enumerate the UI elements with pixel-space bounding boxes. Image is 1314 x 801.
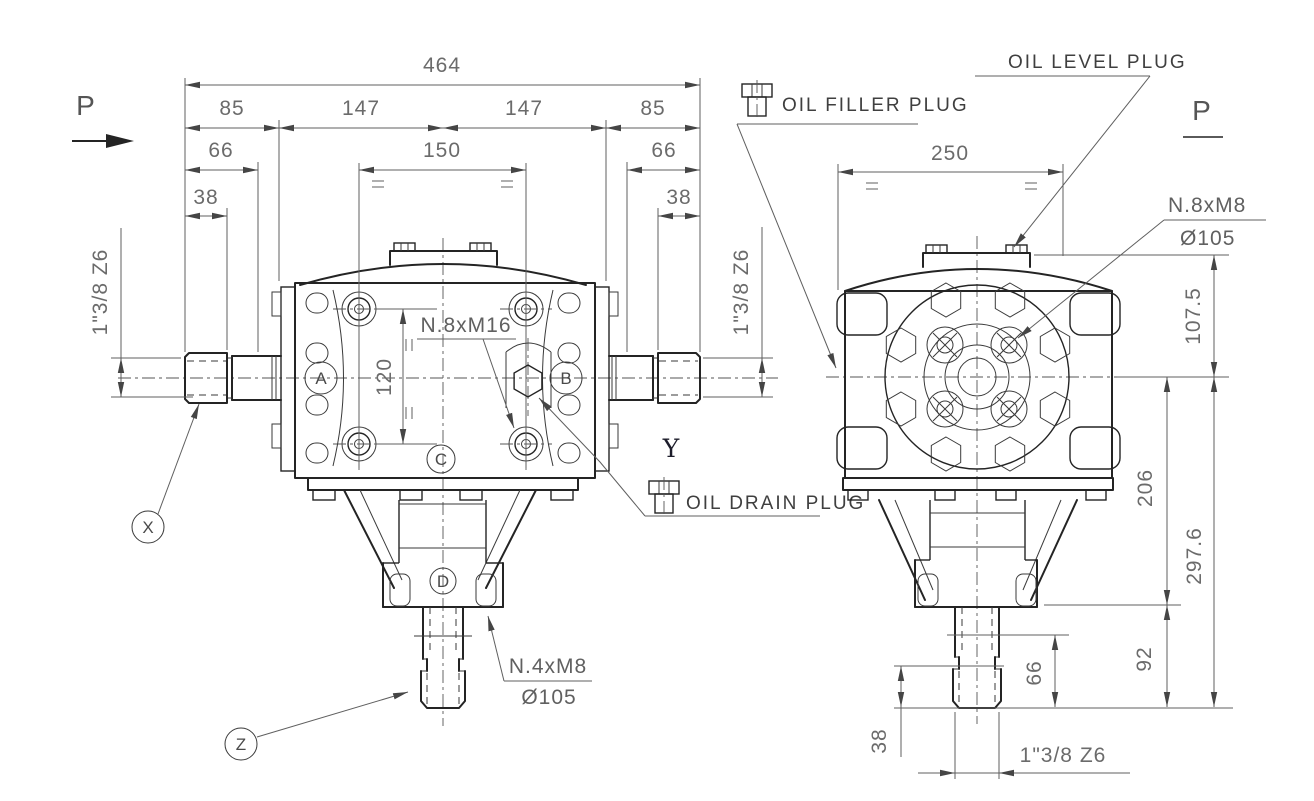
side-bolt-callout: N.8xM8 Ø105 bbox=[1017, 194, 1266, 339]
balloon-c: C bbox=[426, 444, 456, 474]
front-housing-outline bbox=[271, 242, 619, 501]
svg-text:P: P bbox=[76, 90, 96, 121]
oil-drain-label: OIL DRAIN PLUG bbox=[686, 493, 865, 514]
front-left-shaft bbox=[184, 352, 282, 404]
front-thread-callout: N.8xM16 bbox=[417, 314, 516, 429]
oil-level-label: OIL LEVEL PLUG bbox=[1008, 52, 1187, 73]
hex-plug-icon bbox=[513, 364, 543, 398]
bolt-circle-dia: Ø105 bbox=[521, 686, 576, 709]
section-y-label: Y bbox=[662, 434, 680, 463]
svg-text:P: P bbox=[1192, 95, 1212, 126]
balloon-z: Z bbox=[224, 691, 409, 761]
dim-66-left: 66 bbox=[208, 139, 233, 162]
dim-150: 150 bbox=[423, 139, 461, 162]
front-output-flange-callout: N.4xM8 Ø105 bbox=[487, 615, 592, 709]
oil-drain-callout: OIL DRAIN PLUG bbox=[538, 397, 865, 518]
side-centerlines bbox=[826, 236, 1142, 724]
oil-level-callout: OIL LEVEL PLUG bbox=[975, 52, 1187, 248]
oil-filler-label: OIL FILLER PLUG bbox=[782, 95, 969, 116]
dim-38-side: 38 bbox=[868, 728, 891, 753]
front-view: A B C D X Z Y P 464 bbox=[72, 54, 865, 761]
front-right-shaft bbox=[608, 352, 701, 404]
front-drain-plug-boss bbox=[505, 342, 552, 408]
dim-107-5: 107.5 bbox=[1182, 287, 1205, 345]
oil-filler-plug-icon bbox=[741, 79, 773, 121]
dim-66-right: 66 bbox=[651, 139, 676, 162]
dim-38-left: 38 bbox=[193, 186, 218, 209]
dim-85-right: 85 bbox=[640, 97, 665, 120]
balloon-x: X bbox=[131, 403, 200, 544]
side-dimension-250: 250 bbox=[837, 142, 1064, 290]
dim-38-right: 38 bbox=[666, 186, 691, 209]
side-face-details bbox=[884, 282, 1071, 472]
balloon-z-leader bbox=[256, 691, 409, 738]
front-face-details bbox=[305, 163, 581, 471]
dim-250: 250 bbox=[931, 142, 969, 165]
balloon-b: B bbox=[549, 361, 583, 395]
side-spline-dim: 1"3/8 Z6 bbox=[918, 712, 1130, 779]
svg-text:A: A bbox=[315, 369, 327, 388]
balloon-x-leader bbox=[157, 403, 200, 515]
thread-spec-m8: N.4xM8 bbox=[509, 655, 587, 678]
thread-spec-m16: N.8xM16 bbox=[420, 314, 511, 337]
direction-arrowhead bbox=[106, 134, 134, 148]
spline-spec-right: 1"3/8 Z6 bbox=[730, 249, 753, 336]
dim-85-left: 85 bbox=[219, 97, 244, 120]
thread-spec-n8m8: N.8xM8 bbox=[1168, 194, 1246, 217]
dim-120: 120 bbox=[373, 358, 396, 396]
svg-text:Z: Z bbox=[236, 735, 246, 754]
dim-147-left: 147 bbox=[342, 97, 380, 120]
view-arrow-p: P bbox=[72, 90, 134, 148]
front-dimensions-horizontal: 464 85 147 147 85 66 150 66 38 38 bbox=[184, 54, 701, 352]
front-dimension-120: 120 bbox=[373, 308, 437, 445]
svg-text:X: X bbox=[142, 518, 153, 537]
side-bottom-bracket bbox=[878, 499, 1078, 608]
spline-spec-bottom: 1"3/8 Z6 bbox=[1020, 744, 1107, 767]
side-view: P 250 107.5 297.6 206 92 bbox=[736, 52, 1266, 779]
dim-147-right: 147 bbox=[505, 97, 543, 120]
spline-spec-left: 1"3/8 Z6 bbox=[89, 249, 112, 336]
svg-text:B: B bbox=[560, 369, 571, 388]
side-housing-outline bbox=[836, 244, 1121, 501]
bolt-circle-105: Ø105 bbox=[1180, 227, 1235, 250]
side-dimensions-vertical: 107.5 297.6 206 92 66 38 bbox=[868, 254, 1233, 757]
oil-filler-callout: OIL FILLER PLUG bbox=[736, 79, 969, 369]
svg-text:C: C bbox=[435, 450, 447, 469]
front-spline-dim-right: 1"3/8 Z6 bbox=[703, 227, 773, 398]
balloon-d: D bbox=[429, 567, 457, 595]
dim-297-6: 297.6 bbox=[1183, 527, 1206, 585]
front-spline-dim-left: 1"3/8 Z6 bbox=[89, 228, 193, 398]
dim-206: 206 bbox=[1134, 469, 1157, 507]
dim-overall-width: 464 bbox=[423, 54, 461, 77]
front-centerlines bbox=[118, 238, 778, 726]
balloon-a: A bbox=[304, 361, 338, 395]
dim-92: 92 bbox=[1133, 646, 1156, 671]
svg-text:D: D bbox=[437, 572, 449, 591]
front-bottom-bracket bbox=[343, 489, 537, 608]
section-p-label: P bbox=[1183, 95, 1223, 138]
dim-66-side: 66 bbox=[1023, 660, 1046, 685]
front-output-shaft bbox=[414, 606, 472, 709]
oil-drain-plug-icon bbox=[648, 476, 680, 518]
